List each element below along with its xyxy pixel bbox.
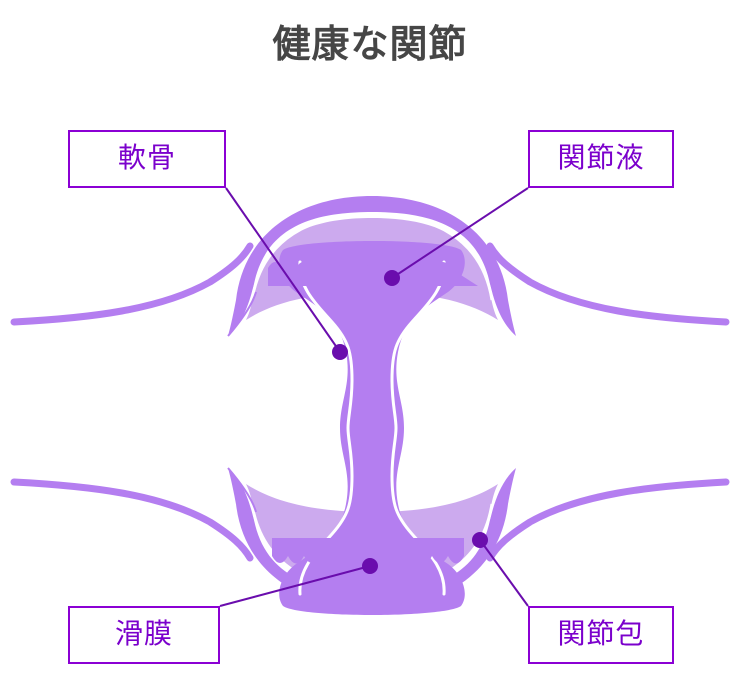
page-title: 健康な関節	[272, 22, 468, 66]
label-box-cartilage[interactable]: 軟骨	[68, 130, 226, 188]
label-text-cartilage: 軟骨	[117, 141, 176, 174]
leader-line-kansetsuho	[479, 539, 529, 607]
leader-lines-group	[219, 187, 529, 607]
synovial-left-inner-line	[298, 260, 354, 596]
lower-bone-end-upper-edge	[227, 467, 257, 513]
upper-bone-right-shaft	[486, 242, 730, 326]
label-text-synovial-fluid: 関節液	[557, 141, 645, 174]
marker-dot-katsumaku	[362, 558, 378, 574]
synovial-membrane-scallop-lower	[272, 538, 464, 564]
synovial-membrane-scallop-upper	[268, 261, 478, 286]
label-text-synovial-membrane: 滑膜	[114, 617, 173, 650]
label-box-joint-capsule[interactable]: 関節包	[528, 606, 674, 664]
upper-scallop-edge	[268, 261, 478, 286]
lower-scallop-edge	[272, 538, 464, 564]
leader-line-kansetsueki	[391, 187, 529, 279]
label-box-synovial-fluid[interactable]: 関節液	[528, 130, 674, 188]
upper-bone-end-lower-edge	[227, 291, 257, 337]
upper-bone-left-shaft	[10, 242, 254, 326]
lower-bone-right-shaft	[486, 478, 730, 562]
synovial-fluid-cavity	[279, 241, 465, 615]
label-box-synovial-membrane[interactable]: 滑膜	[68, 606, 220, 664]
synovial-fluid-body	[279, 241, 465, 615]
marker-dot-kansetsuho	[472, 532, 488, 548]
label-text-joint-capsule: 関節包	[557, 617, 645, 650]
lower-bone-left-shaft	[10, 478, 254, 562]
synovial-right-inner-line	[390, 260, 446, 596]
bone-shafts-group	[10, 242, 730, 562]
leader-line-nankotsu	[225, 187, 341, 353]
marker-dots-group	[332, 270, 488, 574]
marker-dot-nankotsu	[332, 344, 348, 360]
leader-line-katsumaku	[219, 565, 371, 607]
marker-dot-kansetsueki	[384, 270, 400, 286]
